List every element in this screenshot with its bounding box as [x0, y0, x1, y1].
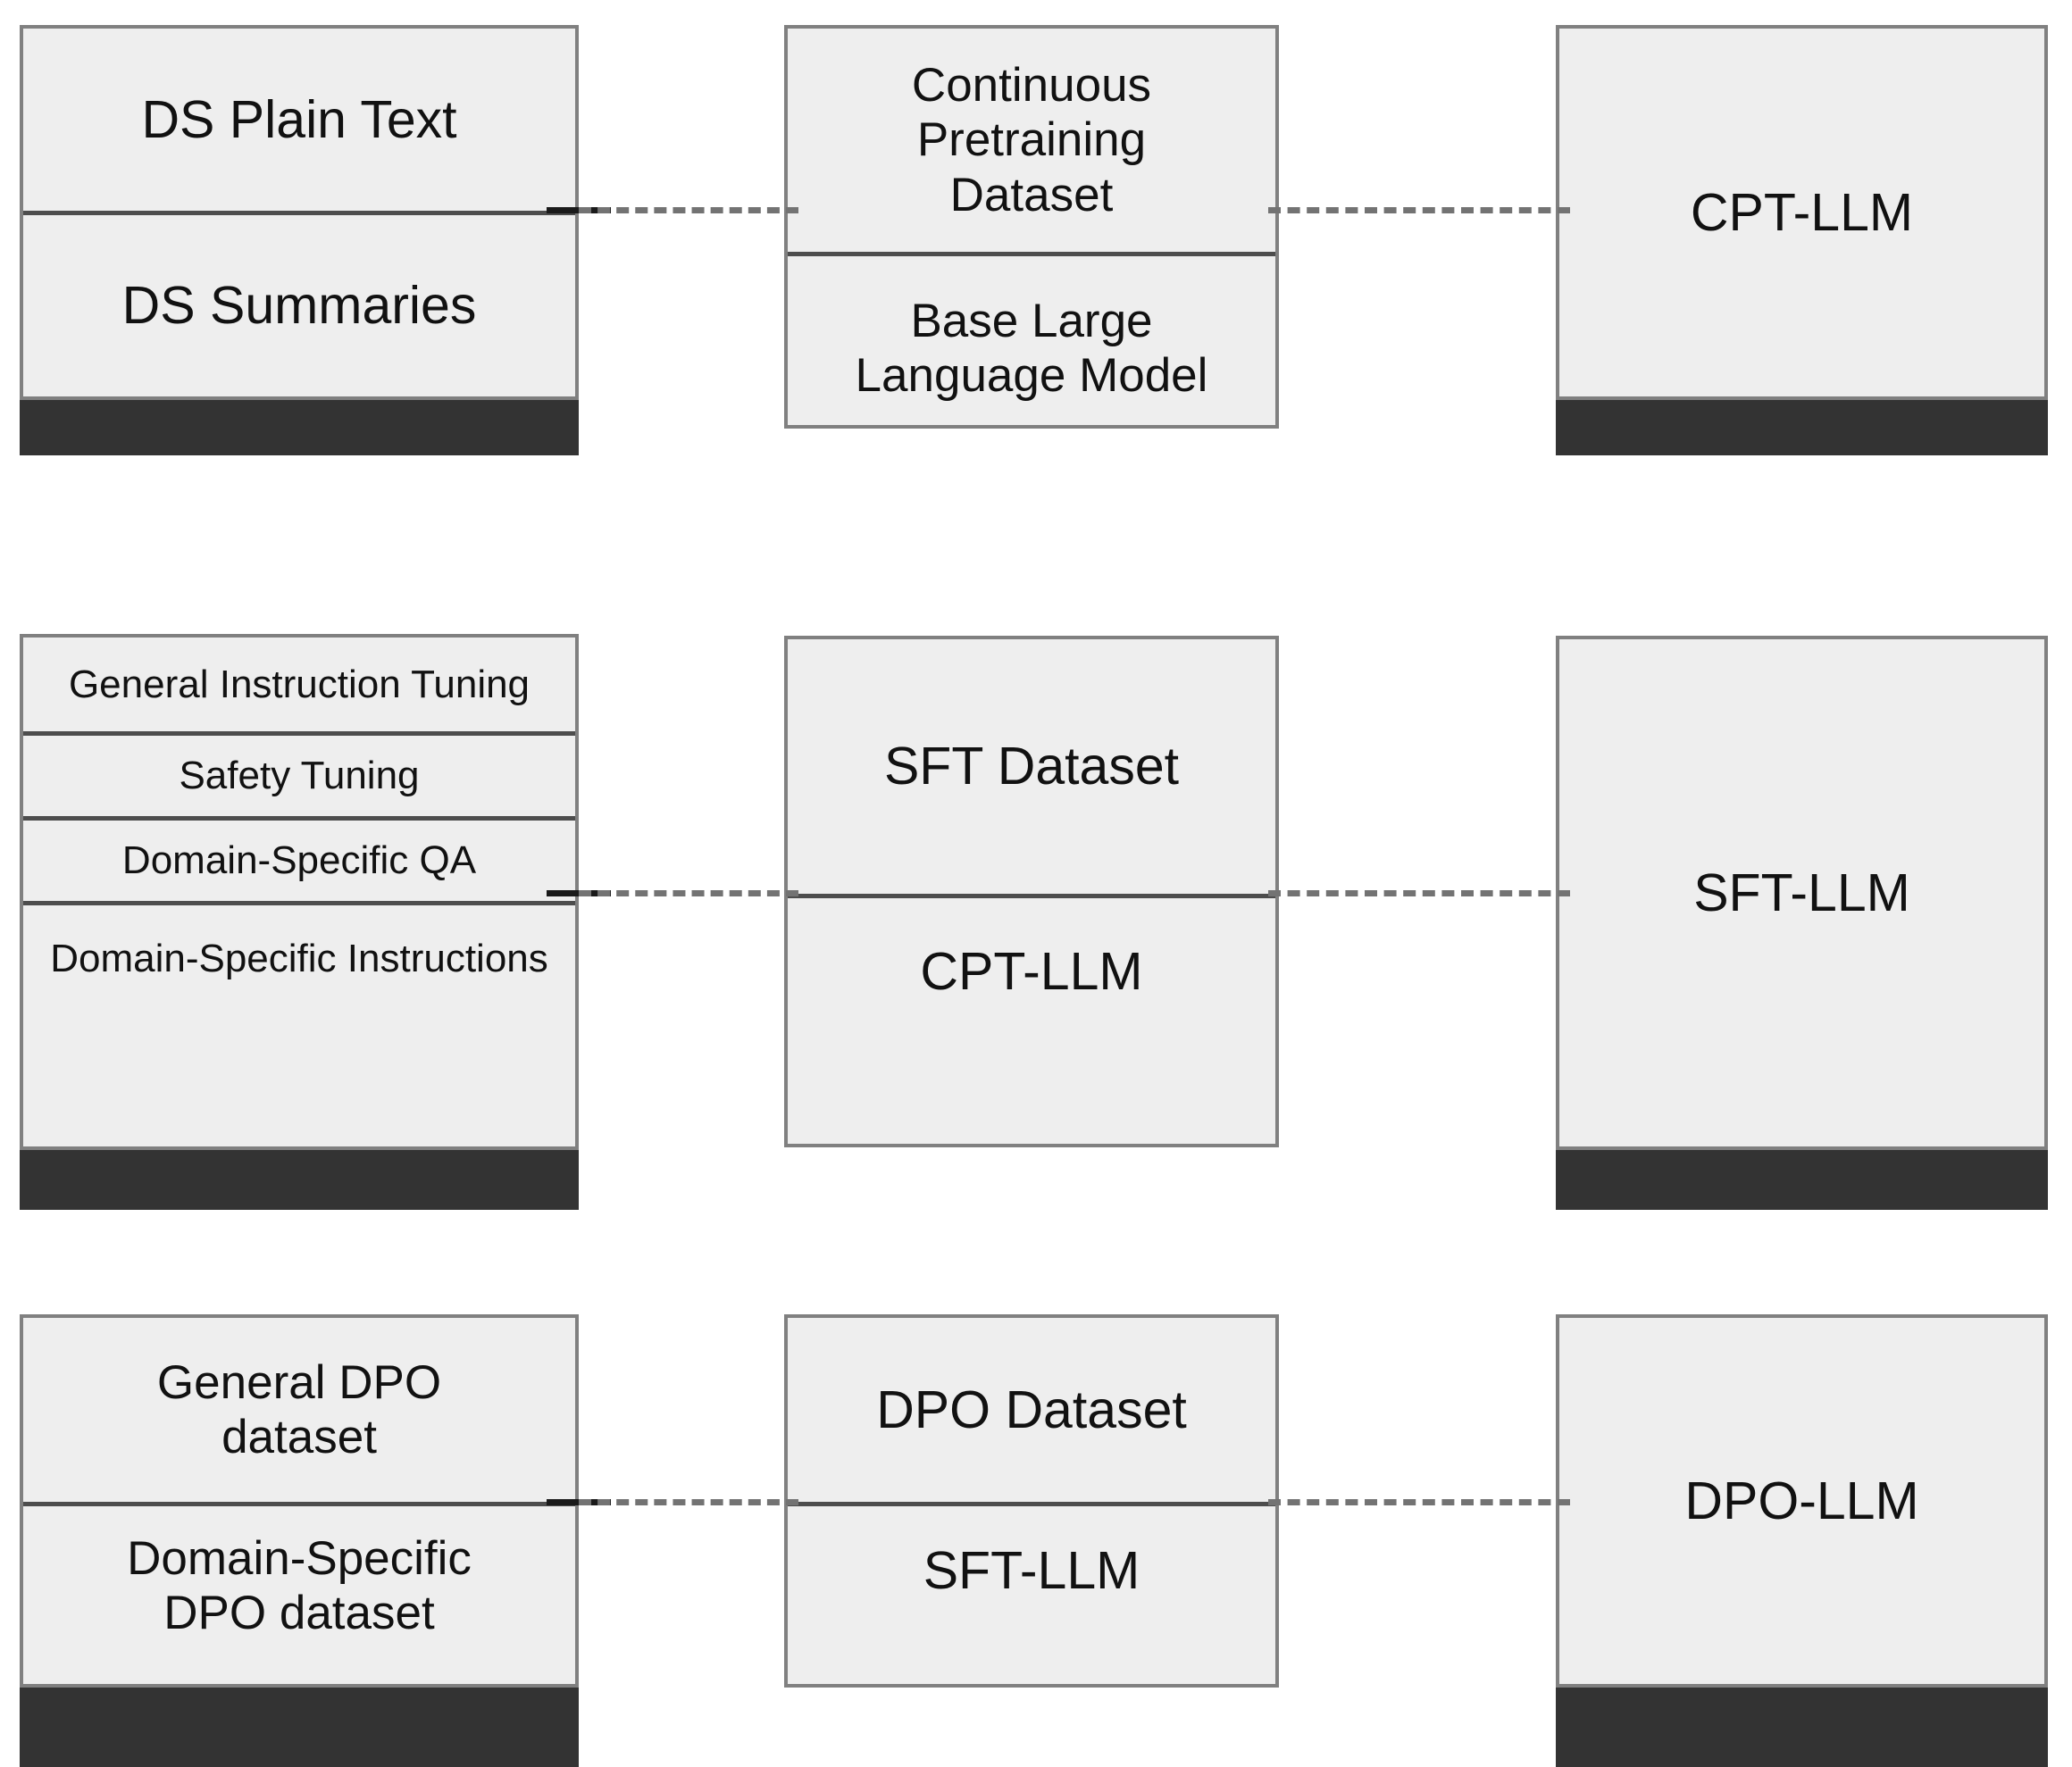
dpo-connector-inputs-to-process — [579, 1499, 798, 1505]
sft-output-box[interactable]: SFT-LLM — [1556, 636, 2048, 1150]
sft-input-cell-1: Safety Tuning — [23, 731, 575, 816]
dpo-connector-process-to-output — [1268, 1499, 1570, 1505]
sft-input-cell-0: General Instruction Tuning — [68, 662, 531, 706]
dpo-output-cell-0: DPO-LLM — [1684, 1471, 1919, 1530]
cpt-inputs-box[interactable]: DS Plain Text DS Summaries — [20, 25, 579, 400]
cpt-inputs-footer-bar — [20, 397, 579, 455]
dpo-process-cell-1: SFT-LLM — [788, 1502, 1275, 1684]
sft-process-box[interactable]: SFT Dataset CPT-LLM — [784, 636, 1279, 1147]
sft-inputs-footer-bar — [20, 1147, 579, 1210]
dpo-input-cell-1: Domain-Specific DPO dataset — [23, 1502, 575, 1684]
cpt-output-box[interactable]: CPT-LLM — [1556, 25, 2048, 400]
sft-connector-inputs-to-process — [579, 890, 798, 896]
dpo-process-box[interactable]: DPO Dataset SFT-LLM — [784, 1314, 1279, 1688]
sft-inputs-box[interactable]: General Instruction Tuning Safety Tuning… — [20, 634, 579, 1150]
cpt-input-cell-0: DS Plain Text — [141, 89, 457, 149]
dpo-output-footer-bar — [1556, 1685, 2048, 1767]
sft-input-cell-2: Domain-Specific QA — [23, 816, 575, 901]
sft-input-cell-3: Domain-Specific Instructions — [23, 901, 575, 1146]
dpo-output-box[interactable]: DPO-LLM — [1556, 1314, 2048, 1688]
cpt-connector-process-to-output — [1268, 207, 1570, 213]
dpo-input-cell-0: General DPO dataset — [156, 1355, 442, 1463]
dpo-inputs-footer-bar — [20, 1685, 579, 1767]
cpt-output-cell-0: CPT-LLM — [1690, 182, 1914, 242]
cpt-process-cell-0: Continuous Pretraining Dataset — [911, 58, 1152, 221]
cpt-connector-inputs-to-process — [579, 207, 798, 213]
cpt-process-box[interactable]: Continuous Pretraining Dataset Base Larg… — [784, 25, 1279, 429]
sft-process-cell-1: CPT-LLM — [788, 894, 1275, 1144]
dpo-process-cell-0: DPO Dataset — [876, 1379, 1187, 1439]
cpt-input-cell-1: DS Summaries — [23, 210, 575, 397]
sft-output-footer-bar — [1556, 1147, 2048, 1210]
cpt-output-footer-bar — [1556, 397, 2048, 455]
cpt-process-cell-1: Base Large Language Model — [788, 252, 1275, 425]
dpo-inputs-box[interactable]: General DPO dataset Domain-Specific DPO … — [20, 1314, 579, 1688]
sft-process-cell-0: SFT Dataset — [883, 737, 1180, 796]
sft-connector-process-to-output — [1268, 890, 1570, 896]
sft-output-cell-0: SFT-LLM — [1693, 863, 1910, 922]
